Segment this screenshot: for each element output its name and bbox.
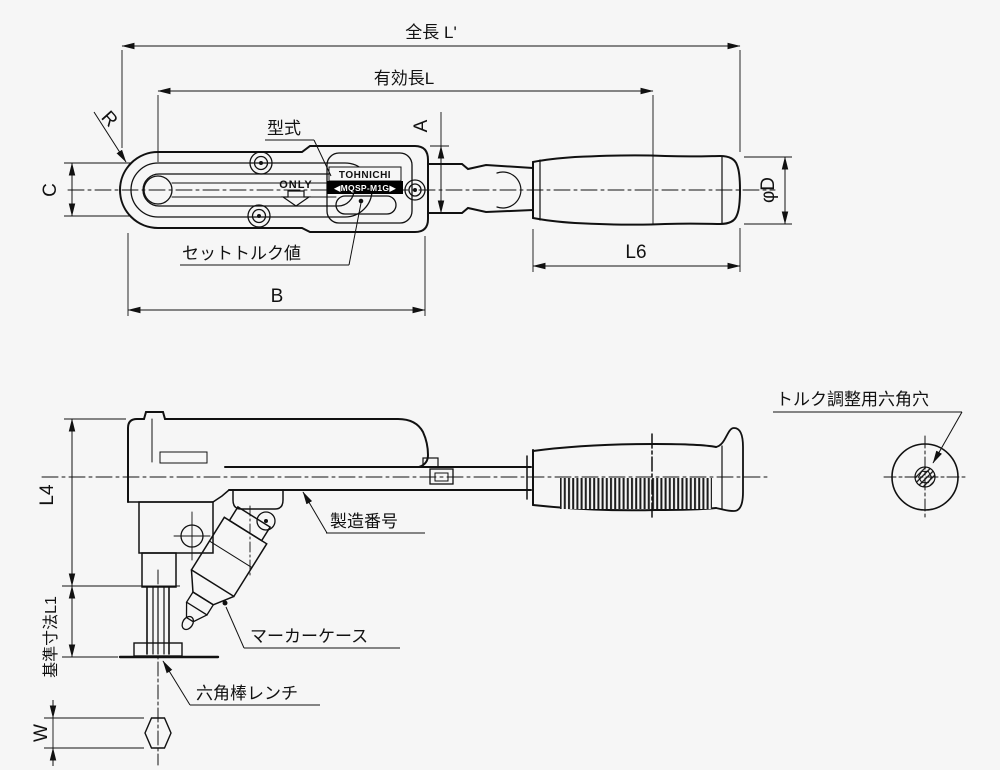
- grip-knurl: [560, 478, 712, 509]
- dim-l4-label: L4: [37, 484, 58, 506]
- head-top-plate: [127, 411, 430, 469]
- marker-bracket: [232, 489, 284, 510]
- effective-length-dim-label: 有効長L: [374, 69, 434, 88]
- dim-base-l1-label: 基準寸法L1: [42, 596, 60, 678]
- torque-adjust-hex-hole: [914, 466, 936, 488]
- dim-r-leader: [93, 111, 127, 163]
- grip-outline-top: [532, 154, 742, 226]
- dim-b-label: B: [271, 286, 284, 307]
- hex-key-callout-leader: [162, 660, 191, 706]
- handle-end-view: [883, 435, 967, 519]
- only-marking: ONLY: [279, 179, 313, 191]
- dim-w-label: W: [31, 724, 52, 742]
- marker-case: [181, 505, 272, 631]
- dim-a-label: A: [411, 119, 432, 132]
- serial-window-inner: [434, 472, 449, 482]
- hex-key-callout-label: 六角棒レンチ: [196, 684, 298, 703]
- ratchet-lower-body: [138, 501, 214, 554]
- square-drive: [141, 552, 177, 588]
- set-torque-leader-dot: [358, 198, 364, 204]
- beam-top-tab: [422, 457, 439, 468]
- dim-phi-d-label: φD: [758, 177, 779, 203]
- overall-length-dim-label: 全長 L': [405, 23, 456, 42]
- marker-pivot-screw: [256, 511, 276, 531]
- torque-adjust-callout-leader: [932, 411, 963, 464]
- side-grip-cap: [715, 427, 744, 512]
- lever-pivot-arc: [143, 175, 173, 205]
- head-outer-outline: [119, 145, 429, 233]
- screw-icon: [247, 151, 426, 228]
- set-torque-callout-label: セットトルク値: [182, 244, 301, 263]
- spring-arc: [496, 171, 522, 209]
- brand-text: TOHNICHI: [339, 170, 391, 181]
- dim-l6-label: L6: [625, 242, 646, 263]
- serial-window-outer: [429, 468, 454, 485]
- model-plate: [327, 181, 403, 194]
- serial-number-callout-label: 製造番号: [330, 512, 398, 531]
- torque-adjust-hex-callout-label: トルク調整用六角穴: [776, 390, 929, 409]
- top-view-dimensions: [64, 42, 792, 316]
- marker-case-callout-leader: [225, 606, 245, 649]
- only-down-arrow-icon: [281, 190, 311, 207]
- serial-callout-leader: [302, 491, 328, 534]
- model-callout-label: 型式: [267, 119, 301, 138]
- set-torque-callout-leader: [348, 202, 362, 266]
- model-callout-leader: [313, 139, 332, 177]
- top-view: [67, 145, 776, 233]
- marker-case-callout-label: マーカーケース: [250, 627, 368, 646]
- dim-r-label: R: [97, 107, 122, 131]
- model-code-text: ◀MQSP-M1G▶: [334, 183, 397, 193]
- marker-case-leader-dot: [222, 600, 228, 606]
- beam-top-edge: [427, 163, 534, 171]
- side-grip-top: [532, 442, 717, 452]
- hex-bit-end: [144, 717, 172, 749]
- side-view-dimensions: [44, 411, 963, 766]
- beam-bottom-edge: [427, 206, 534, 214]
- set-torque-window: [335, 195, 397, 215]
- side-view: [41, 411, 967, 766]
- dim-c-label: C: [40, 183, 61, 197]
